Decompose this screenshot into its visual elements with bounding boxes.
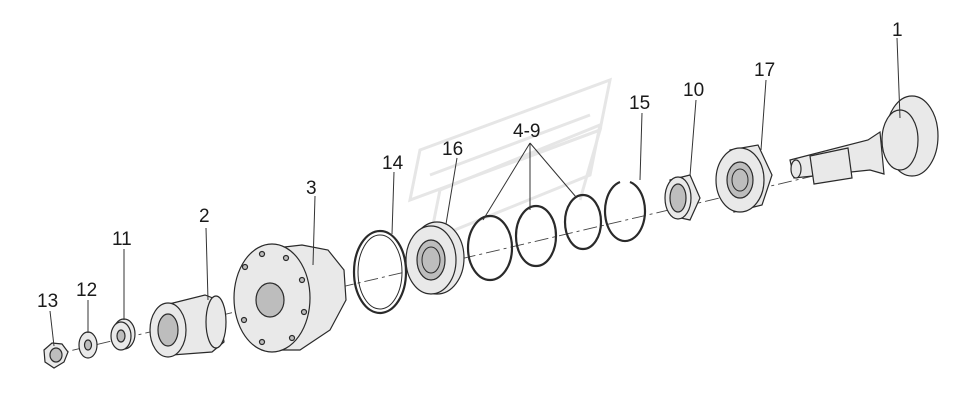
callout-2: 2	[199, 206, 210, 227]
part-11-spacer	[110, 318, 136, 351]
callout-13: 13	[37, 291, 58, 312]
callout-labels: 1 2 3 4-9 10 11 12 13 14 15 16 17	[37, 20, 903, 312]
callout-17: 17	[754, 60, 775, 81]
leader-lines	[49, 37, 901, 347]
callout-4-9: 4-9	[513, 121, 540, 142]
callout-15: 15	[629, 93, 650, 114]
part-16-bearing	[405, 221, 465, 295]
part-2-gear-hub	[149, 294, 227, 358]
part-13-hex-nut	[43, 342, 69, 369]
callout-3: 3	[306, 178, 317, 199]
callout-16: 16	[442, 139, 463, 160]
part-17-bearing	[715, 144, 773, 213]
part-15-snap-ring	[603, 180, 647, 243]
callout-14: 14	[382, 153, 404, 174]
part-4-9-shim-rings	[466, 193, 603, 282]
part-12-washer	[78, 331, 98, 359]
part-10-race	[664, 174, 701, 221]
callout-11: 11	[112, 229, 132, 250]
part-1-shaft	[789, 95, 939, 185]
watermark-logo	[408, 77, 612, 243]
callout-10: 10	[683, 80, 704, 101]
callout-1: 1	[892, 20, 903, 41]
part-3-housing	[233, 243, 347, 353]
callout-12: 12	[76, 280, 97, 301]
part-14-o-ring	[352, 229, 408, 315]
